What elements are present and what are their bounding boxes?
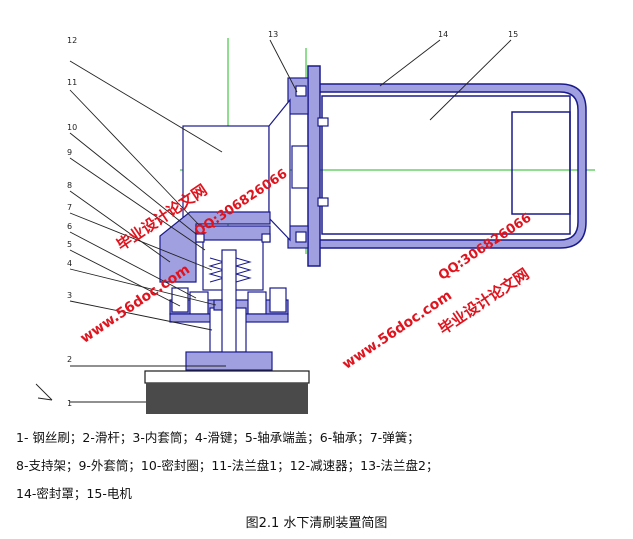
part-number-11: 11 (67, 78, 77, 87)
part-number-14: 14 (438, 30, 448, 39)
figure-caption: 图2.1 水下清刷装置简图 (245, 516, 388, 531)
motor-bolt-upper (317, 117, 329, 127)
leader-12 (69, 60, 223, 153)
motor-bolt-lower (317, 197, 329, 207)
part-number-13: 13 (268, 30, 278, 39)
seal-cover-flange (307, 65, 321, 267)
direction-mark (35, 383, 53, 401)
leader-5 (69, 249, 181, 307)
legend-line-1: 1- 钢丝刷；2-滑杆；3-内套筒；4-滑键；5-轴承端盖；6-轴承；7-弹簧； (16, 430, 420, 445)
part-number-9: 9 (67, 148, 72, 157)
leader-3 (69, 300, 213, 331)
leader-8 (69, 190, 171, 263)
part-number-3: 3 (67, 291, 72, 300)
legend-line-3: 14-密封罩；15-电机 (16, 486, 132, 501)
leader-9 (69, 157, 206, 251)
part-number-8: 8 (67, 181, 72, 190)
part-number-5: 5 (67, 240, 72, 249)
legend-line-2: 8-支持架；9-外套筒；10-密封圈；11-法兰盘1；12-减速器；13-法兰盘… (16, 458, 439, 473)
brush-bristles (146, 383, 308, 414)
spring-right (234, 257, 252, 283)
flange-bolt-top (295, 85, 307, 97)
bolt-left (171, 287, 189, 313)
part-number-10: 10 (67, 123, 77, 132)
leader-13 (269, 39, 298, 93)
device-drawing: 12 11 10 9 8 7 6 5 4 3 2 1 13 14 15 (35, 30, 595, 414)
leader-15 (429, 39, 512, 121)
leader-14 (379, 39, 441, 87)
seal-ring-left (195, 233, 205, 243)
motor (321, 95, 571, 235)
reducer-transition (268, 98, 291, 242)
part-number-1: 1 (67, 399, 72, 408)
direction-arrow (37, 397, 53, 401)
bearing-right (247, 291, 267, 315)
flange-2 (287, 77, 329, 249)
rod-assembly (185, 249, 273, 371)
part-number-4: 4 (67, 259, 72, 268)
coupling (291, 145, 309, 189)
brush-plate (144, 370, 310, 384)
part-number-12: 12 (67, 36, 77, 45)
seal-cover (307, 65, 587, 267)
slide-key (213, 299, 223, 311)
slide-rod (221, 249, 237, 367)
leader-10 (69, 132, 197, 235)
leader-6 (69, 231, 197, 299)
wire-brush (144, 370, 310, 414)
leader-4 (69, 268, 217, 306)
part-numbers: 12 11 10 9 8 7 6 5 4 3 2 1 13 14 15 (67, 30, 518, 408)
reducer-body (182, 125, 270, 219)
reducer (182, 98, 291, 242)
leader-7 (69, 212, 213, 271)
flange-bolt-bottom (295, 231, 307, 243)
seal-ring-right (261, 233, 271, 243)
part-number-2: 2 (67, 355, 72, 364)
part-number-7: 7 (67, 203, 72, 212)
leader-lines (35, 39, 512, 403)
bolt-right (269, 287, 287, 313)
leader-11 (69, 89, 201, 227)
part-number-15: 15 (508, 30, 518, 39)
brush-holder (185, 351, 273, 371)
seal-cover-shell (317, 83, 587, 249)
part-number-6: 6 (67, 222, 72, 231)
motor-end-block (511, 111, 571, 215)
bearing-left (189, 291, 209, 315)
